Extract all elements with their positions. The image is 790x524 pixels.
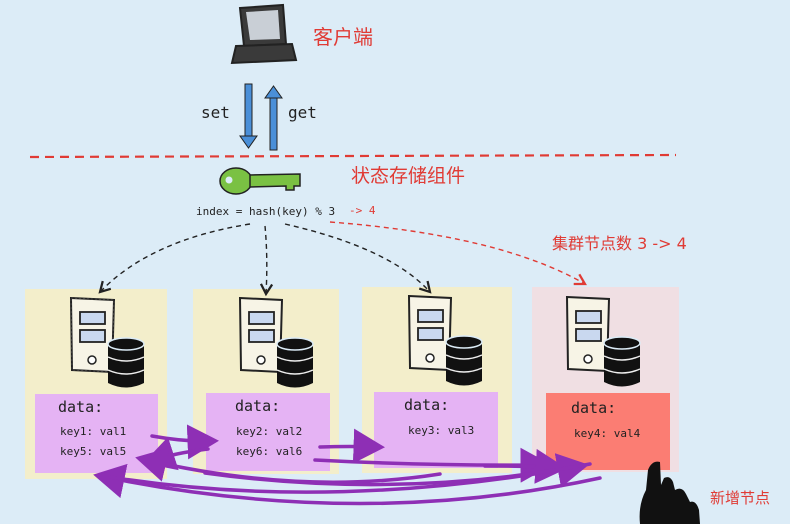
hand-cursor-icon <box>639 461 700 524</box>
data-entry: key1: val1 <box>60 425 127 438</box>
database-icon <box>107 337 145 388</box>
migration-arrows <box>93 424 602 506</box>
data-title: data: <box>571 399 617 417</box>
set-label: set <box>201 103 230 122</box>
cluster-size-note: 集群节点数 3 -> 4 <box>552 234 687 253</box>
key-icon <box>219 167 301 195</box>
get-arrow <box>264 85 283 151</box>
data-title: data: <box>58 398 104 416</box>
data-entry: key4: val4 <box>574 427 641 440</box>
database-icon <box>276 337 314 388</box>
database-icon <box>445 335 483 386</box>
route-arrow-1 <box>98 223 251 294</box>
server-icon <box>565 295 611 373</box>
data-title: data: <box>235 397 281 415</box>
server-icon <box>69 296 116 374</box>
hash-formula: index = hash(key) % 3 <box>196 205 336 218</box>
formula-change: -> 4 <box>349 204 376 217</box>
get-label: get <box>288 103 317 122</box>
server-icon <box>407 294 453 372</box>
database-icon <box>603 336 641 387</box>
server-icon <box>238 296 284 374</box>
data-box-2 <box>206 393 330 471</box>
data-entry: key6: val6 <box>236 445 303 458</box>
data-entry: key5: val5 <box>60 445 127 458</box>
data-entry: key2: val2 <box>236 425 303 438</box>
route-arrow-2 <box>259 225 274 297</box>
data-box-3 <box>374 392 498 468</box>
data-title: data: <box>404 396 450 414</box>
route-arrow-3 <box>284 223 432 294</box>
set-arrow <box>239 83 258 149</box>
new-node-label: 新增节点 <box>710 489 771 507</box>
route-arrow-new <box>329 221 587 286</box>
monitor-icon <box>230 3 298 65</box>
client-label: 客户端 <box>313 25 373 49</box>
component-label: 状态存储组件 <box>351 165 466 187</box>
data-entry: key3: val3 <box>408 424 475 437</box>
separator-line <box>29 153 677 159</box>
